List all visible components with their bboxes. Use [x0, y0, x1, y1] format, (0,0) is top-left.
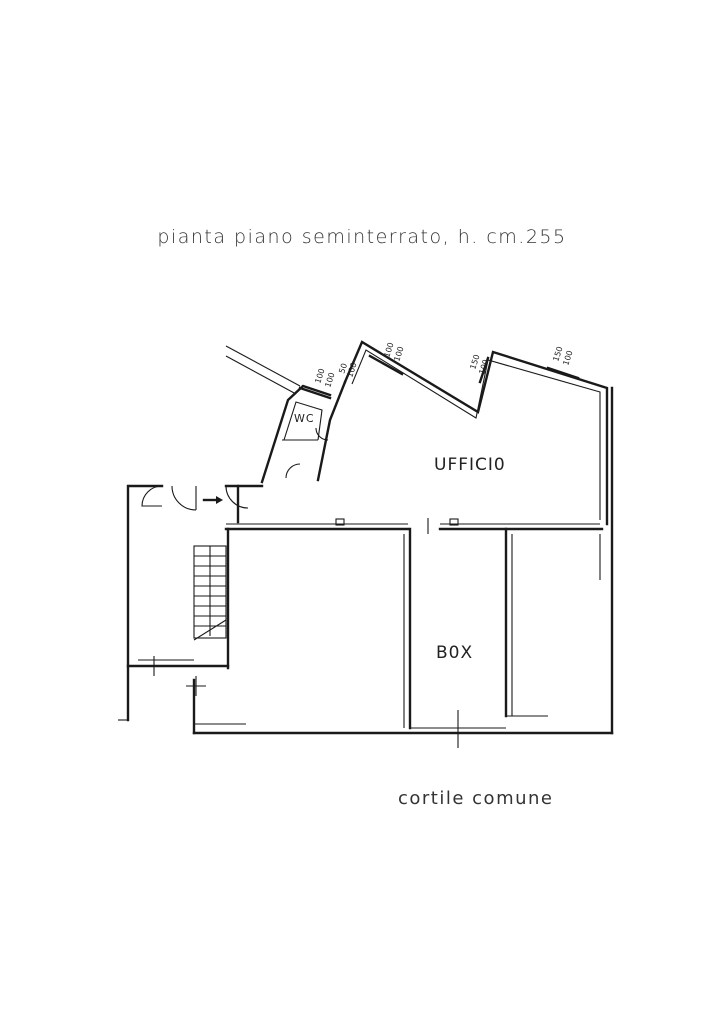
interior-walls [126, 401, 604, 730]
window-dimension-labels: 100 100 50 100 100 100 150 100 150 100 [313, 341, 574, 388]
dim-label: 100 [313, 367, 326, 384]
dim-label: 100 [345, 361, 358, 378]
dim-label: 50 [337, 362, 349, 374]
dim-label: 100 [392, 345, 405, 362]
dim-label: 100 [382, 341, 395, 358]
courtyard-label: cortile comune [398, 788, 554, 809]
outer-walls [118, 340, 614, 735]
dim-label: 100 [561, 349, 574, 366]
plan-title: pianta piano seminterrato, h. cm.255 [157, 226, 567, 248]
room-label-wc: WC [294, 412, 315, 425]
room-label-box: B0X [436, 643, 473, 663]
windows [298, 354, 580, 400]
entry-arrow-icon [202, 496, 223, 504]
staircase [193, 545, 227, 641]
section-marks [153, 656, 459, 748]
dim-label: 150 [551, 345, 564, 362]
doors [141, 427, 329, 511]
room-label-ufficio: UFFICI0 [434, 455, 506, 475]
dim-label: 100 [323, 371, 336, 388]
dim-label: 150 [468, 353, 481, 370]
dim-label: 100 [477, 358, 490, 375]
